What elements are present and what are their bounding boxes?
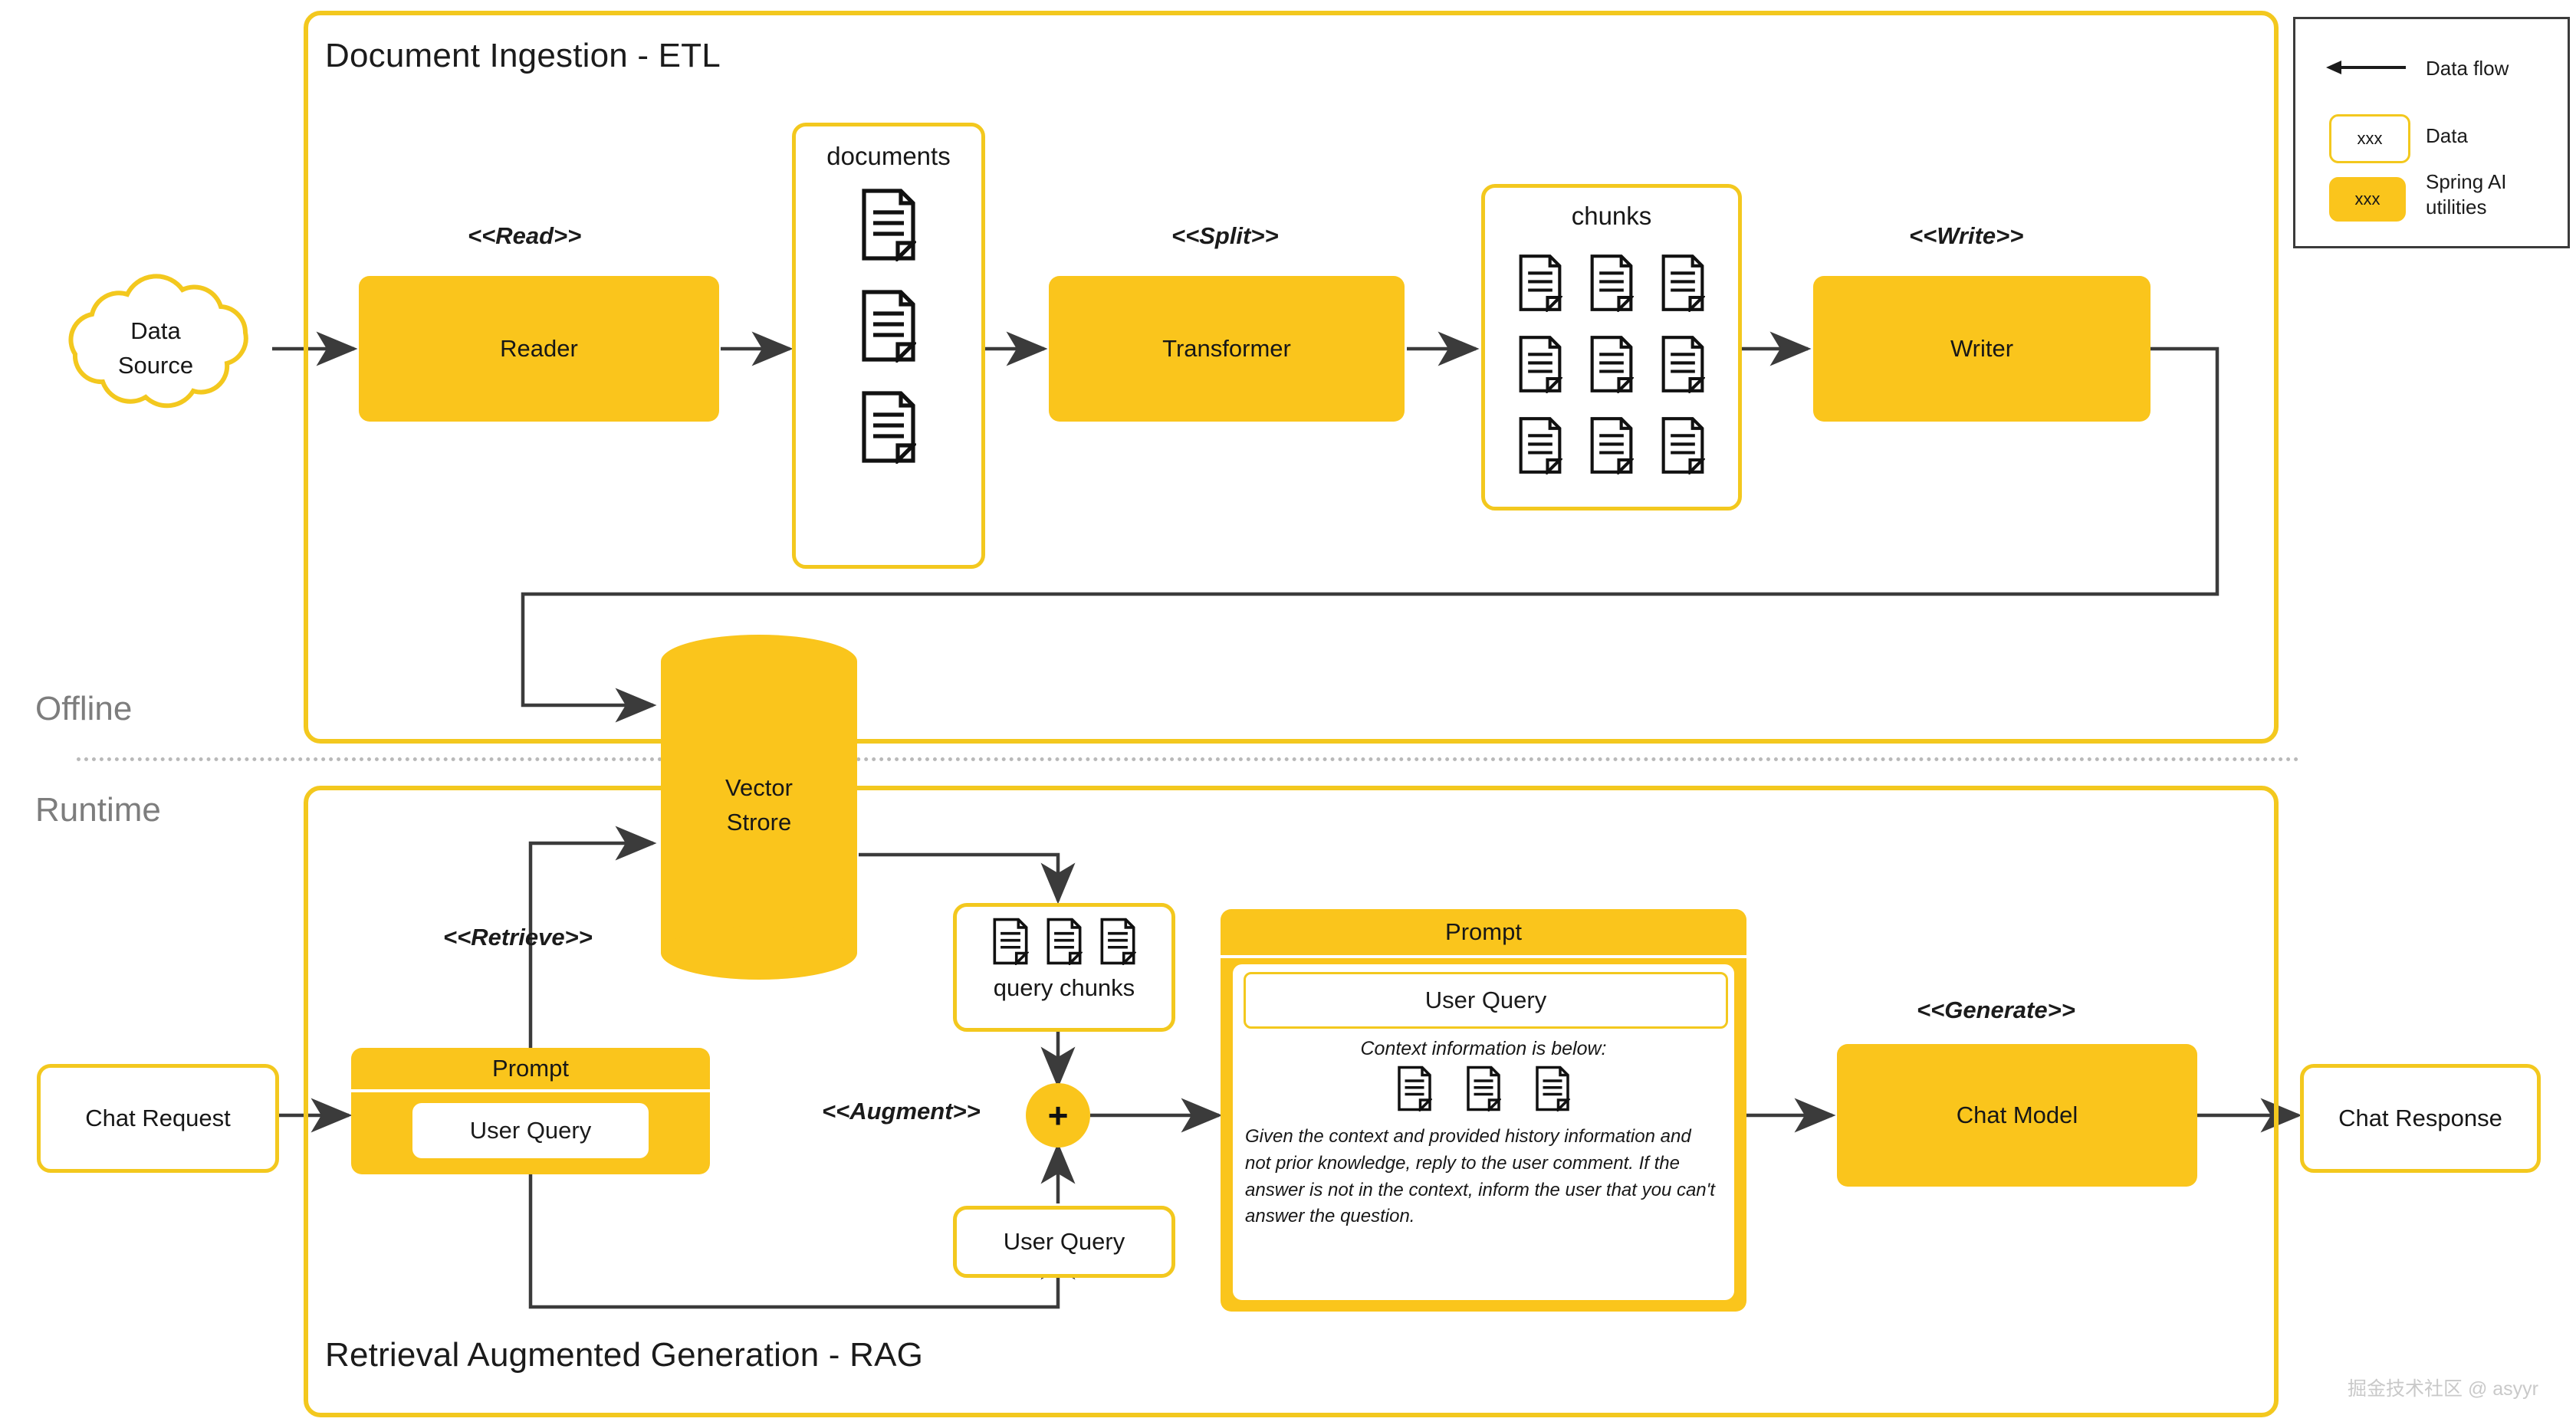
node-writer[interactable]: Writer — [1813, 276, 2150, 422]
legend-label-data: Data — [2426, 124, 2468, 147]
node-user-query-center: User Query — [953, 1206, 1175, 1278]
query-chunks-label: query chunks — [993, 974, 1135, 1001]
phase-label-runtime: Runtime — [35, 791, 161, 829]
phase-label-offline: Offline — [35, 690, 133, 727]
section-etl-title: Document Ingestion - ETL — [325, 37, 721, 74]
node-prompt-left[interactable]: Prompt User Query — [351, 1048, 710, 1174]
stereotype-retrieve: <<Retrieve>> — [443, 924, 593, 951]
chunks-label: chunks — [1571, 202, 1652, 230]
document-icon — [1661, 416, 1706, 481]
stereotype-write: <<Write>> — [1909, 222, 2024, 249]
documents-label: documents — [826, 142, 951, 170]
node-chunks: chunks — [1481, 184, 1742, 511]
vector-store-line-1: Vector — [725, 774, 793, 801]
legend-label-data-flow: Data flow — [2426, 57, 2509, 80]
node-chat-request[interactable]: Chat Request — [37, 1064, 279, 1173]
node-chat-model[interactable]: Chat Model — [1837, 1044, 2197, 1187]
node-reader[interactable]: Reader — [359, 276, 719, 422]
document-icon — [1397, 1065, 1434, 1115]
stereotype-augment: <<Augment>> — [822, 1098, 981, 1125]
document-icon — [1518, 254, 1564, 318]
document-icon — [992, 918, 1030, 971]
prompt-left-title: Prompt — [492, 1055, 569, 1082]
document-icon — [1589, 416, 1635, 481]
legend-label-spring-ai: Spring AI utilities — [2426, 169, 2507, 219]
legend-label-spring-ai-line-2: utilities — [2426, 195, 2487, 218]
node-vector-store[interactable]: Vector Strore — [661, 635, 857, 980]
watermark: 掘金技术社区 @ asyyr — [2348, 1378, 2538, 1400]
prompt-right-divider — [1221, 955, 1746, 958]
augment-plus-node[interactable]: + — [1026, 1083, 1090, 1148]
prompt-right-body: User Query Context information is below:… — [1233, 964, 1734, 1300]
legend-chip-spring-ai: xxx — [2329, 177, 2406, 222]
document-icon — [1518, 416, 1564, 481]
document-icon — [1589, 254, 1635, 318]
legend-label-spring-ai-line-1: Spring AI — [2426, 170, 2507, 193]
document-icon — [1046, 918, 1084, 971]
document-icon — [1661, 335, 1706, 399]
stereotype-read: <<Read>> — [468, 222, 582, 249]
node-prompt-right[interactable]: Prompt User Query Context information is… — [1221, 909, 1746, 1312]
vector-store-line-2: Strore — [726, 808, 792, 836]
node-query-chunks: query chunks — [953, 903, 1175, 1032]
section-etl — [304, 11, 2279, 744]
query-chunks-icon-row — [957, 918, 1171, 971]
legend-panel: Data flow xxx Data xxx Spring AI utiliti… — [2293, 17, 2570, 248]
document-icon — [861, 188, 918, 268]
prompt-left-user-query: User Query — [412, 1103, 649, 1158]
document-icon — [1661, 254, 1706, 318]
section-rag-title: Retrieval Augmented Generation - RAG — [325, 1336, 924, 1374]
section-rag — [304, 786, 2279, 1417]
data-source-cloud: Data Source — [37, 268, 274, 425]
context-title: Context information is below: — [1360, 1038, 1607, 1059]
offline-runtime-divider — [77, 757, 2300, 761]
document-icon — [861, 289, 918, 369]
legend-chip-data: xxx — [2329, 114, 2410, 163]
data-source-line-1: Data — [130, 317, 181, 344]
context-body: Given the context and provided history i… — [1245, 1126, 1715, 1227]
documents-icon-stack — [796, 188, 981, 470]
data-source-line-2: Source — [117, 351, 194, 379]
node-chat-response[interactable]: Chat Response — [2300, 1064, 2541, 1173]
document-icon — [1099, 918, 1138, 971]
context-icon-row — [1233, 1065, 1734, 1115]
document-icon — [1518, 335, 1564, 399]
prompt-right-user-query: User Query — [1244, 972, 1728, 1029]
document-icon — [1466, 1065, 1503, 1115]
stereotype-generate: <<Generate>> — [1917, 997, 2075, 1023]
data-flow-arrow-icon — [2326, 61, 2406, 74]
prompt-right-title: Prompt — [1445, 918, 1522, 945]
node-transformer[interactable]: Transformer — [1049, 276, 1405, 422]
stereotype-split: <<Split>> — [1171, 222, 1279, 249]
node-documents: documents — [792, 123, 985, 569]
document-icon — [1535, 1065, 1572, 1115]
chunks-icon-grid — [1505, 254, 1718, 481]
document-icon — [861, 390, 918, 470]
prompt-left-divider — [351, 1089, 710, 1092]
document-icon — [1589, 335, 1635, 399]
